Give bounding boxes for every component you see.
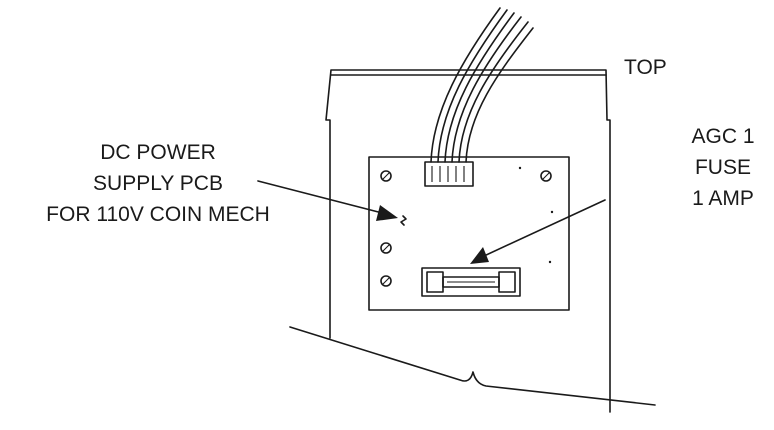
label-top: TOP (624, 56, 667, 79)
screw-bottom-left (380, 275, 392, 287)
label-fuse-line2: FUSE (694, 156, 751, 179)
pcb-connector (424, 161, 474, 187)
label-fuse-line3: 1 AMP (692, 187, 754, 210)
screw-top-right (540, 170, 552, 182)
arrow-pcb (257, 180, 398, 221)
screw-top-left (380, 170, 392, 182)
label-dc-power-line3: FOR 110V COIN MECH (46, 203, 270, 226)
label-fuse-line1: AGC 1 (691, 125, 755, 148)
pcb-board (368, 156, 570, 311)
wire-bundle (430, 7, 534, 163)
screw-mid-left (380, 242, 392, 254)
label-fuse: AGC 1 FUSE 1 AMP (676, 124, 770, 211)
label-dc-power-supply: DC POWER SUPPLY PCB FOR 110V COIN MECH (6, 140, 310, 227)
label-dc-power-line1: DC POWER (100, 141, 216, 164)
pcb-component (400, 215, 407, 226)
arrow-fuse (470, 199, 606, 264)
cabinet-panel (289, 69, 656, 413)
fuse-glass (442, 276, 500, 288)
fuse-holder (421, 267, 521, 297)
label-dc-power-line2: SUPPLY PCB (93, 172, 223, 195)
